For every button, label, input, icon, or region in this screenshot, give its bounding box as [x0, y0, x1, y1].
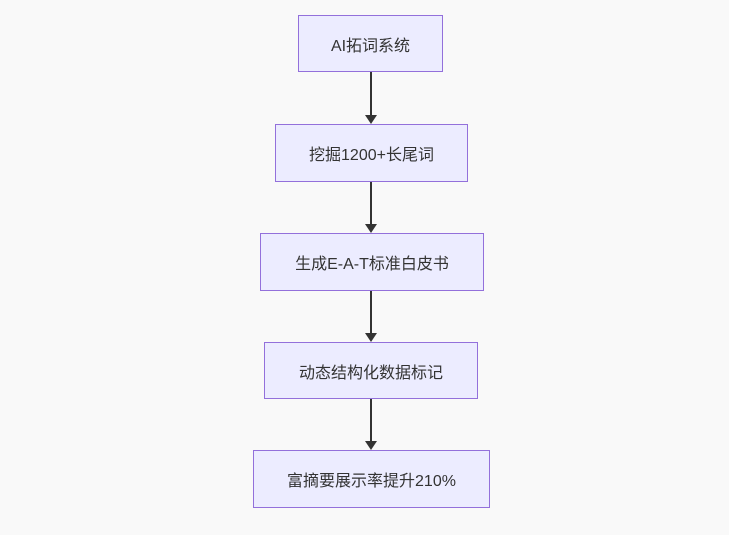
flow-arrow-1-2: [365, 72, 377, 124]
flow-node-label: 富摘要展示率提升210%: [287, 473, 456, 490]
flow-arrow-3-4: [365, 291, 377, 342]
flow-node-label: AI拓词系统: [330, 37, 411, 55]
flow-node-structured-data-markup: 动态结构化数据标记: [264, 342, 478, 399]
arrow-down-head-icon: [365, 224, 377, 233]
arrow-down-head-icon: [365, 441, 377, 450]
arrow-line: [370, 399, 372, 441]
flow-arrow-2-3: [365, 182, 377, 233]
flow-node-label: 生成E-A-T标准白皮书: [295, 256, 449, 273]
flow-node-longtail-mining: 挖掘1200+长尾词: [275, 124, 468, 182]
arrow-down-head-icon: [365, 115, 377, 124]
flow-arrow-4-5: [365, 399, 377, 450]
flow-node-label: 挖掘1200+长尾词: [309, 147, 434, 164]
arrow-line: [370, 182, 372, 224]
arrow-down-head-icon: [365, 333, 377, 342]
flow-node-eat-whitepaper: 生成E-A-T标准白皮书: [260, 233, 484, 291]
flow-node-label: 动态结构化数据标记: [298, 364, 443, 382]
arrow-line: [370, 291, 372, 333]
flow-node-rich-snippet-uplift: 富摘要展示率提升210%: [253, 450, 490, 508]
flow-node-ai-keyword-system: AI拓词系统: [298, 15, 443, 72]
arrow-line: [370, 72, 372, 115]
